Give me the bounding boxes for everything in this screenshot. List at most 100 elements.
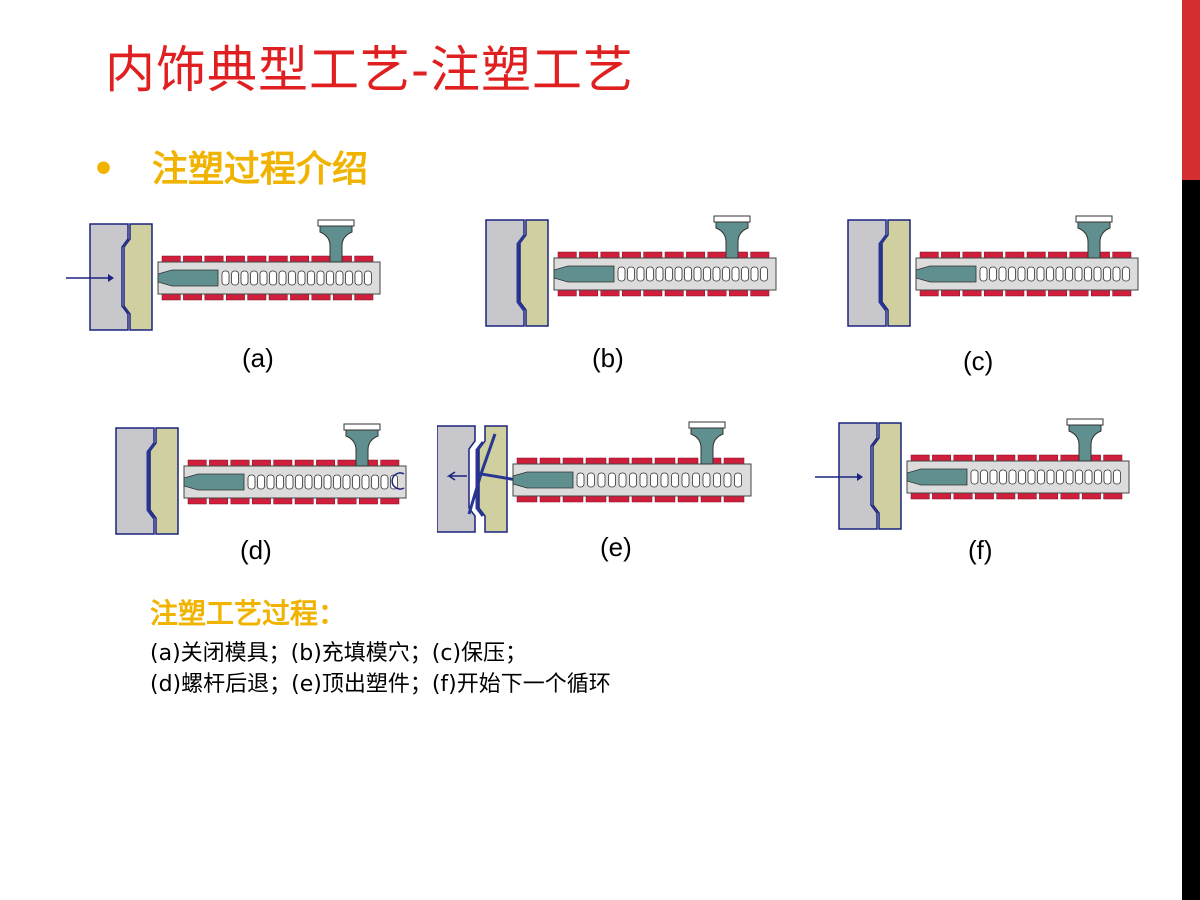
heater-band-bottom: [225, 293, 245, 301]
screw-icon: [989, 266, 997, 282]
heater-band-top: [1026, 251, 1046, 259]
heater-band-top: [273, 459, 293, 467]
screw-icon: [1017, 266, 1026, 282]
heater-band-bottom: [579, 289, 599, 297]
screw-icon: [671, 472, 679, 488]
heater-band-top: [316, 459, 336, 467]
part-icon: [475, 441, 485, 517]
heater-band-bottom: [728, 289, 748, 297]
heater-band-bottom: [562, 495, 584, 503]
screw-icon: [650, 472, 658, 488]
heater-band-top: [723, 457, 745, 465]
heater-band-top: [686, 251, 706, 259]
screw-icon: [1103, 469, 1112, 485]
heater-band-top: [1112, 251, 1132, 259]
hopper-cap: [688, 421, 726, 429]
heater-band-bottom: [230, 497, 250, 505]
heater-band-bottom: [1017, 492, 1037, 500]
melt-icon: [157, 269, 219, 287]
screw-icon: [1027, 266, 1035, 282]
heater-band-top: [183, 255, 203, 263]
mold-fixed-icon: [872, 422, 902, 530]
screw-icon: [608, 472, 616, 488]
slide-edge-accent: [1182, 0, 1200, 180]
screw-icon: [231, 270, 239, 286]
screw-icon: [316, 270, 325, 286]
screw-icon: [629, 472, 637, 488]
heater-band-top: [983, 251, 1003, 259]
heater-band-top: [539, 457, 561, 465]
heater-band-top: [209, 459, 229, 467]
screw-icon: [1008, 266, 1016, 282]
heater-band-bottom: [996, 492, 1016, 500]
hopper-cap: [713, 215, 751, 223]
heater-band-bottom: [1081, 492, 1101, 500]
heater-band-bottom: [608, 495, 630, 503]
hopper-icon: [715, 219, 749, 259]
screw-icon: [314, 474, 322, 490]
screw-icon: [750, 266, 759, 282]
screw-icon: [722, 266, 730, 282]
screw-icon: [587, 472, 595, 488]
heater-band-top: [585, 457, 607, 465]
heater-band-bottom: [332, 293, 352, 301]
screw-icon: [660, 472, 669, 488]
heater-band-bottom: [983, 289, 1003, 297]
mold-fixed-icon: [123, 223, 153, 331]
heater-band-bottom: [161, 293, 181, 301]
heater-band-top: [562, 457, 584, 465]
heater-band-bottom: [290, 293, 310, 301]
screw-icon: [361, 474, 370, 490]
hopper-cap: [1066, 418, 1104, 426]
slide-title: 内饰典型工艺-注塑工艺: [105, 41, 635, 99]
screw-icon: [998, 266, 1007, 282]
injection-diagram-b: [485, 215, 777, 327]
heater-band-bottom: [1069, 289, 1089, 297]
heater-band-top: [187, 459, 207, 467]
heater-band-bottom: [268, 293, 288, 301]
heater-band-top: [932, 454, 952, 462]
hopper-icon: [319, 223, 353, 263]
heater-band-bottom: [1103, 492, 1123, 500]
figure-c: [824, 210, 1144, 335]
heater-band-top: [953, 454, 973, 462]
heater-band-top: [941, 251, 961, 259]
heater-band-top: [294, 459, 314, 467]
screw-icon: [665, 266, 673, 282]
heater-band-bottom: [204, 293, 224, 301]
heater-band-top: [557, 251, 577, 259]
screw-icon: [1055, 266, 1064, 282]
heater-band-top: [677, 457, 699, 465]
part-icon: [146, 443, 156, 519]
screw-icon: [674, 266, 683, 282]
heater-band-top: [579, 251, 599, 259]
heater-band-bottom: [251, 497, 271, 505]
screw-icon: [1037, 469, 1045, 485]
screw-icon: [723, 472, 732, 488]
heater-band-bottom: [337, 497, 357, 505]
screw-icon: [970, 469, 979, 485]
screw-icon: [693, 266, 702, 282]
heater-band-bottom: [953, 492, 973, 500]
melt-icon: [915, 265, 977, 283]
caption-f: (f): [968, 535, 993, 565]
bullet-text: 注塑过程介绍: [152, 149, 369, 190]
screw-icon: [684, 266, 692, 282]
screw-icon: [741, 266, 749, 282]
screw-icon: [335, 270, 344, 286]
screw-icon: [979, 266, 988, 282]
heater-band-bottom: [311, 293, 331, 301]
screw-icon: [1056, 469, 1064, 485]
ejected-part-icon: [467, 433, 518, 515]
screw-icon: [295, 474, 303, 490]
heater-band-bottom: [723, 495, 745, 503]
heater-band-bottom: [643, 289, 663, 297]
heater-band-bottom: [1112, 289, 1132, 297]
screw-icon: [257, 474, 265, 490]
screw-icon: [646, 266, 654, 282]
heater-band-top: [204, 255, 224, 263]
screw-icon: [597, 472, 606, 488]
melt-icon: [512, 471, 574, 489]
heater-band-top: [516, 457, 538, 465]
heater-band-top: [664, 251, 684, 259]
